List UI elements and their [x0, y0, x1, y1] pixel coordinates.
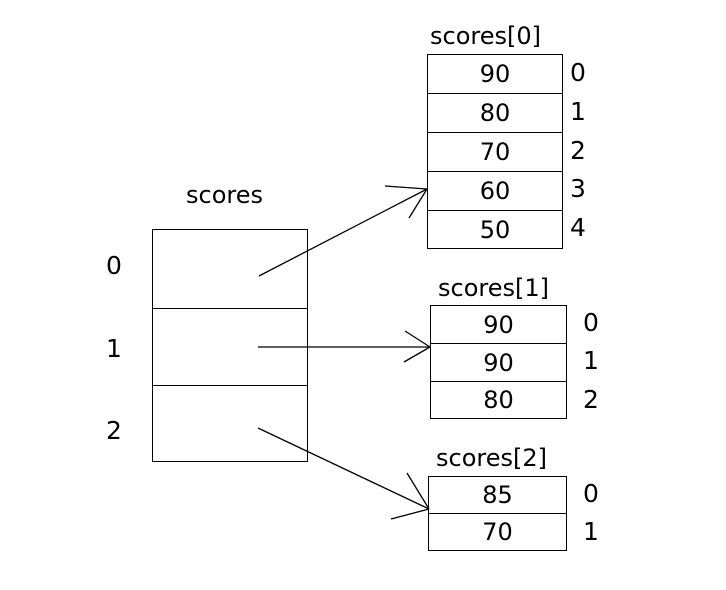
- outer-array-box: [152, 229, 308, 462]
- inner-array-2-title: scores[2]: [436, 444, 547, 472]
- inner-array-2-cell-1[interactable]: 70: [482, 518, 513, 546]
- inner-array-1-index-0: 0: [583, 308, 599, 337]
- outer-index-label-0: 0: [106, 251, 122, 280]
- inner-array-1-cell-0[interactable]: 90: [431, 306, 566, 344]
- inner-array-1-index-2: 2: [583, 385, 599, 414]
- inner-array-0-title: scores[0]: [430, 22, 541, 50]
- inner-array-2-cell-0[interactable]: 85: [429, 477, 566, 514]
- inner-array-1-index-1: 1: [583, 346, 599, 375]
- outer-index-label-2: 2: [106, 416, 122, 445]
- outer-cell-1[interactable]: [153, 309, 307, 386]
- inner-array-0-index-2: 2: [570, 136, 586, 165]
- inner-array-0-index-4: 4: [570, 213, 586, 242]
- inner-array-0-cell-1[interactable]: 80: [428, 94, 562, 133]
- inner-array-1-cell-2[interactable]: 80: [483, 386, 514, 414]
- inner-array-2-index-0: 0: [583, 479, 599, 508]
- inner-array-0-index-1: 1: [570, 97, 586, 126]
- inner-array-2-index-1: 1: [583, 517, 599, 546]
- outer-cell-2[interactable]: [153, 386, 307, 461]
- inner-array-0-cell-2[interactable]: 70: [428, 133, 562, 172]
- inner-array-0-cell-0[interactable]: 90: [428, 55, 562, 94]
- outer-index-label-1: 1: [106, 334, 122, 363]
- inner-array-1-box: 90 90 80: [430, 305, 567, 419]
- outer-cell-0[interactable]: [153, 230, 307, 309]
- outer-array-title: scores: [186, 181, 263, 209]
- inner-array-0-cell-3[interactable]: 60: [428, 172, 562, 211]
- inner-array-1-title: scores[1]: [438, 274, 549, 302]
- inner-array-0-index-3: 3: [570, 174, 586, 203]
- inner-array-0-cell-4[interactable]: 50: [479, 215, 511, 244]
- inner-array-0-index-0: 0: [570, 58, 586, 87]
- inner-array-0-box: 90 80 70 60 50: [427, 54, 563, 249]
- inner-array-1-cell-1[interactable]: 90: [431, 344, 566, 382]
- inner-array-2-box: 85 70: [428, 476, 567, 551]
